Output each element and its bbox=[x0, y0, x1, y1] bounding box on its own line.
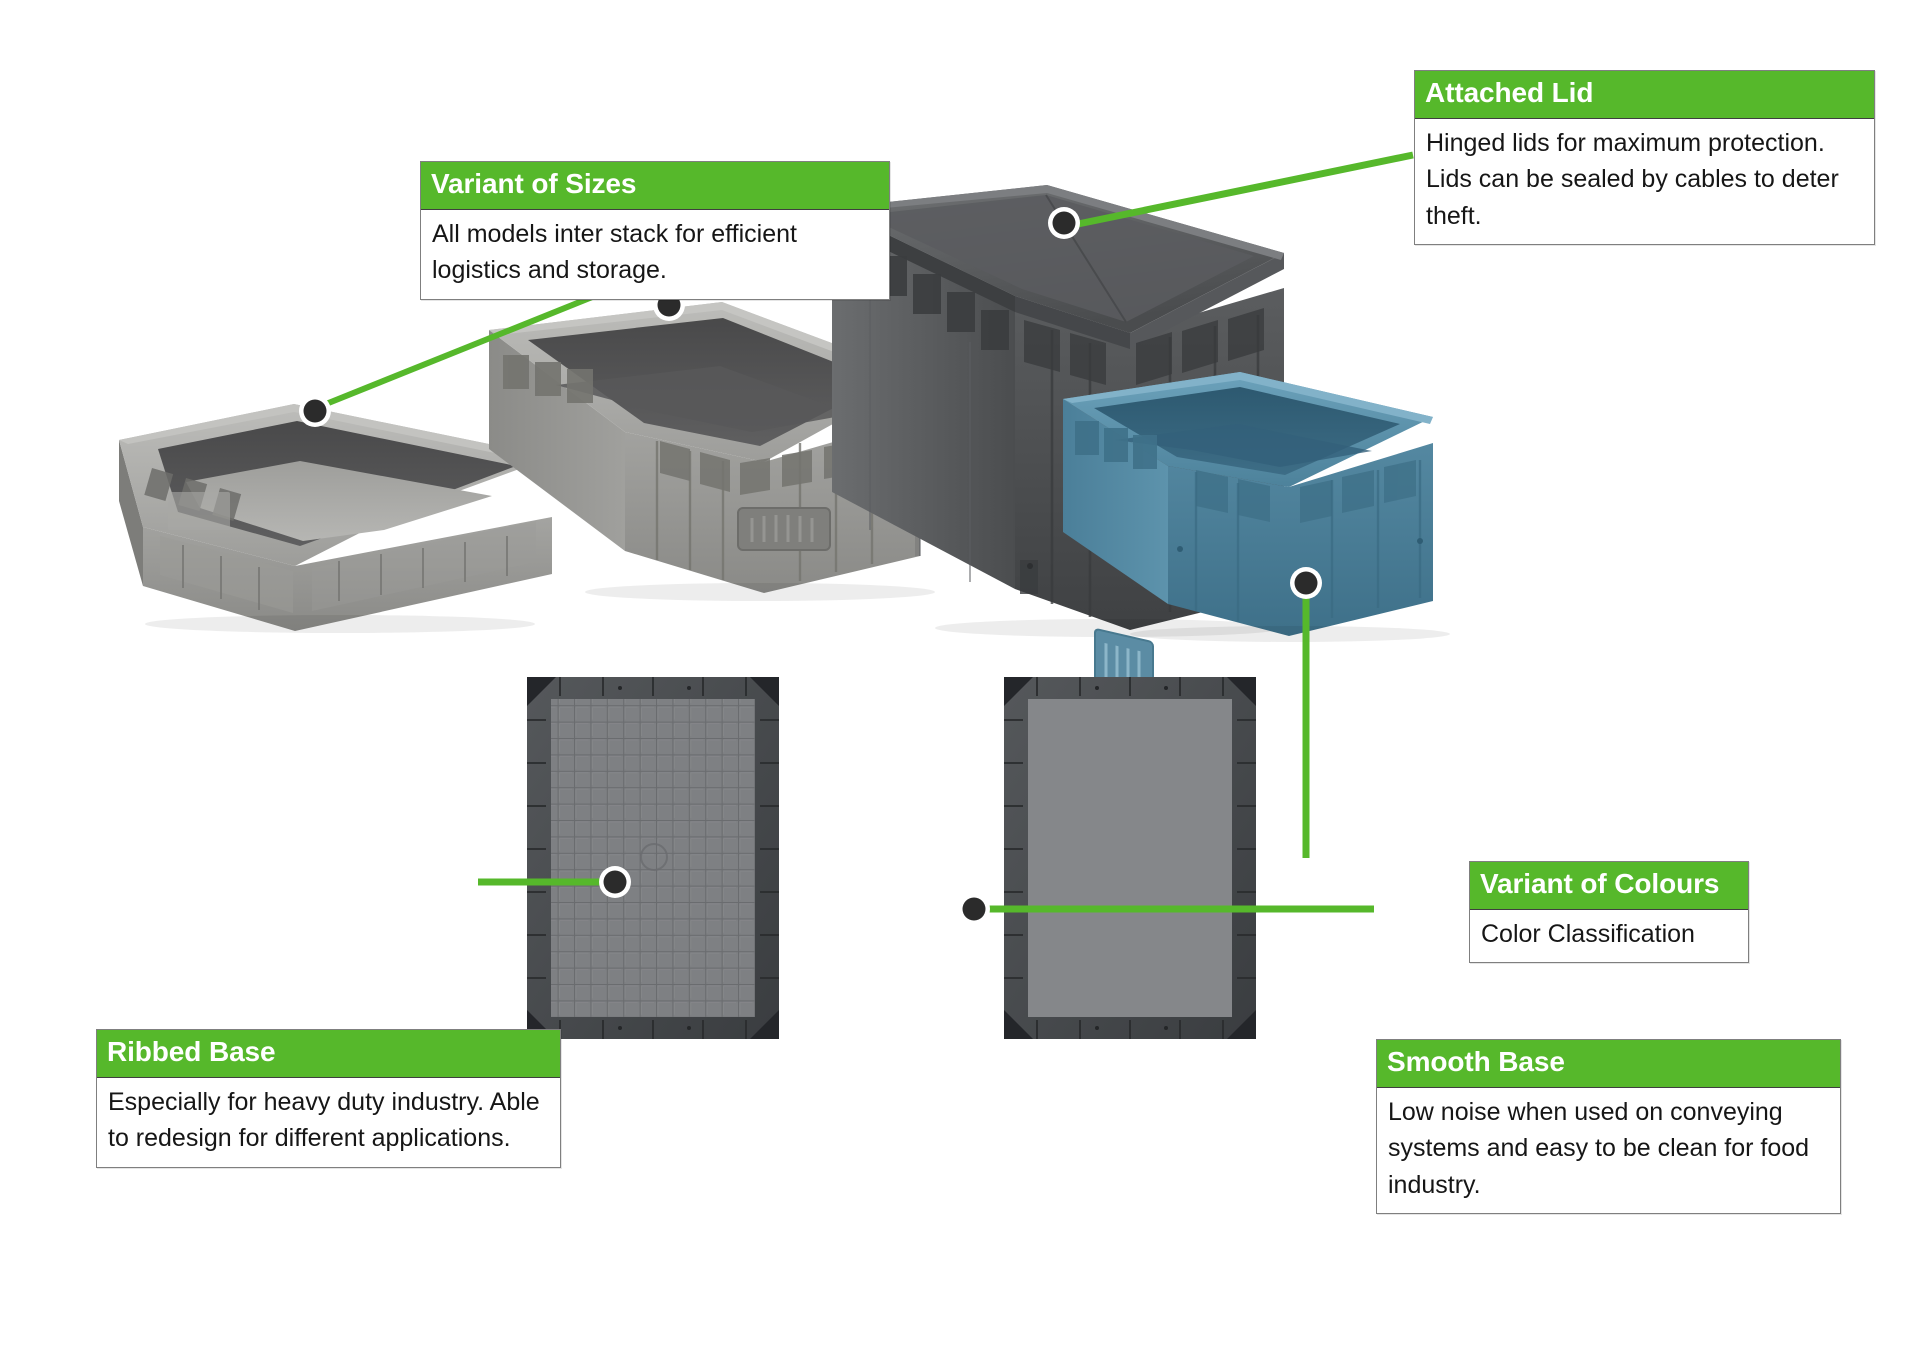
callout-title-attached-lid: Attached Lid bbox=[1415, 71, 1874, 119]
marker-attached-lid bbox=[1048, 207, 1080, 239]
product-smooth-base-panel bbox=[1004, 677, 1256, 1039]
product-blue-crate bbox=[1063, 372, 1450, 699]
leader-sizes-to-small bbox=[319, 280, 629, 409]
callout-smooth-base: Smooth Base Low noise when used on conve… bbox=[1376, 1039, 1841, 1215]
callout-body-smooth-base: Low noise when used on conveying systems… bbox=[1388, 1097, 1810, 1199]
callout-attached-lid: Attached Lid Hinged lids for maximum pro… bbox=[1414, 70, 1875, 246]
callout-title-ribbed-base: Ribbed Base bbox=[97, 1030, 560, 1078]
callout-ribbed-base: Ribbed Base Especially for heavy duty in… bbox=[96, 1029, 561, 1168]
product-ribbed-base-panel bbox=[527, 677, 779, 1039]
marker-smooth-base bbox=[958, 893, 990, 925]
callout-body-ribbed-base: Especially for heavy duty industry. Able… bbox=[108, 1087, 540, 1153]
callout-body-attached-lid: Hinged lids for maximum protection. Lids… bbox=[1426, 128, 1839, 230]
callout-title-variant-of-sizes: Variant of Sizes bbox=[421, 162, 889, 210]
callout-variant-of-sizes: Variant of Sizes All models inter stack … bbox=[420, 161, 890, 300]
leader-lid bbox=[1077, 151, 1414, 228]
callout-body-variant-of-colours: Color Classification bbox=[1481, 919, 1695, 948]
marker-small-grey-crate bbox=[299, 395, 331, 427]
marker-ribbed-base bbox=[599, 866, 631, 898]
callout-title-smooth-base: Smooth Base bbox=[1377, 1040, 1840, 1088]
product-medium-grey-crate bbox=[489, 302, 935, 601]
product-shallow-grey-crate bbox=[119, 404, 552, 633]
callout-body-variant-of-sizes: All models inter stack for efficient log… bbox=[432, 219, 797, 285]
callout-title-variant-of-colours: Variant of Colours bbox=[1470, 862, 1748, 910]
marker-blue-crate bbox=[1290, 567, 1322, 599]
callout-variant-of-colours: Variant of Colours Color Classification bbox=[1469, 861, 1749, 964]
